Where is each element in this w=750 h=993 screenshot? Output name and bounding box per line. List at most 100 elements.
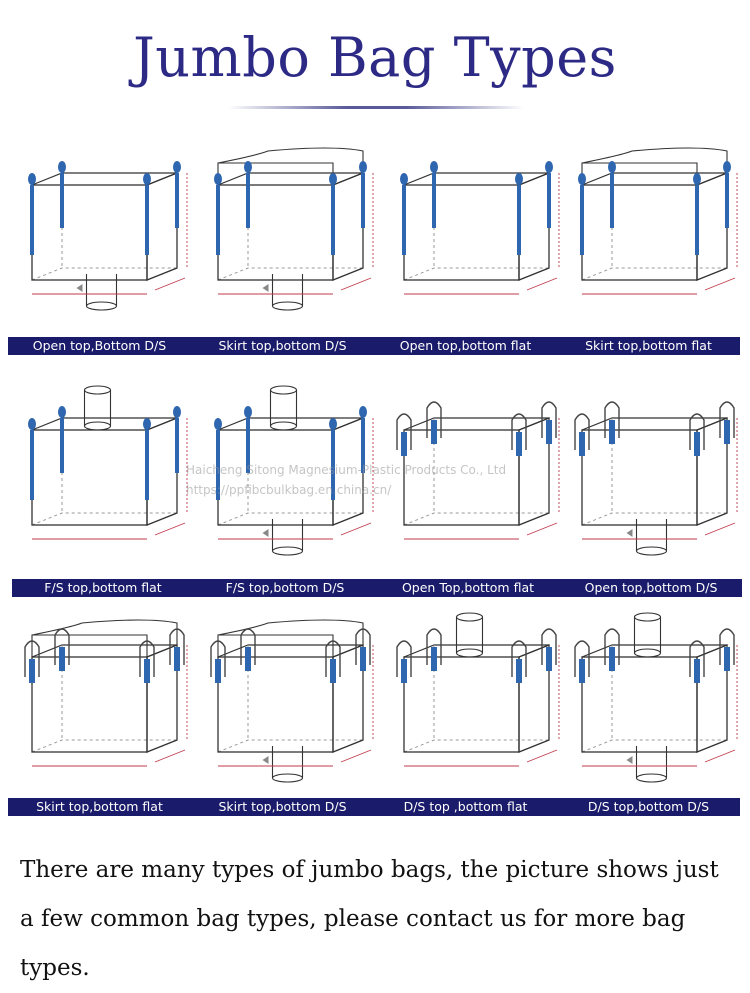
label-band: Skirt top,bottom flat Skirt top,bottom D… bbox=[8, 798, 740, 816]
discharge-spout-wall bbox=[85, 274, 118, 306]
bag-hidden-edge bbox=[217, 512, 363, 526]
discharge-spout-end bbox=[271, 546, 304, 556]
bag-front-face bbox=[403, 184, 520, 281]
dimension-depth bbox=[704, 522, 736, 536]
discharge-spout-end bbox=[271, 773, 304, 783]
bag-type-label: Skirt top,bottom flat bbox=[36, 799, 163, 814]
cross-corner-loop-icon bbox=[511, 640, 527, 677]
dimension-depth bbox=[704, 749, 736, 763]
cross-corner-loop-icon bbox=[355, 628, 371, 665]
cross-corner-loop-icon bbox=[396, 640, 412, 677]
bag-top-edge bbox=[31, 172, 178, 186]
cross-corner-loop-icon bbox=[574, 640, 590, 677]
strap-loop-icon bbox=[693, 173, 701, 185]
spout-base bbox=[455, 648, 484, 658]
bag-side-face bbox=[332, 172, 364, 281]
loop-reinforcement bbox=[546, 420, 552, 444]
loop-reinforcement bbox=[174, 647, 180, 671]
dimension-depth bbox=[154, 749, 186, 763]
discharge-spout-end bbox=[85, 301, 118, 311]
loop-reinforcement bbox=[401, 432, 407, 456]
dimension-depth bbox=[526, 277, 558, 291]
bag-illustration bbox=[384, 140, 564, 330]
cross-corner-loop-icon bbox=[54, 628, 70, 665]
spout-base bbox=[269, 421, 298, 431]
dimension-depth bbox=[154, 277, 186, 291]
loop-reinforcement bbox=[609, 420, 615, 444]
strap-loop-icon bbox=[723, 161, 731, 173]
bag-type-label: Skirt top,bottom flat bbox=[585, 338, 712, 353]
discharge-spout-wall bbox=[271, 519, 304, 551]
strap-loop-icon bbox=[28, 418, 36, 430]
bag-top-edge bbox=[403, 172, 550, 186]
skirt-top bbox=[217, 619, 364, 657]
bag-illustration bbox=[384, 612, 564, 802]
loop-reinforcement bbox=[330, 659, 336, 683]
cross-corner-loop-icon bbox=[169, 628, 185, 665]
skirt-top bbox=[581, 147, 728, 185]
bag-side-face bbox=[518, 644, 550, 753]
spout-wall bbox=[633, 617, 662, 653]
bag-type-label: Skirt top,bottom D/S bbox=[218, 338, 347, 353]
strap-loop-icon bbox=[214, 418, 222, 430]
bag-top-edge bbox=[217, 172, 364, 186]
cross-corner-loop-icon bbox=[240, 628, 256, 665]
bag-hidden-edge bbox=[581, 267, 727, 281]
bag-top-edge bbox=[217, 644, 364, 658]
cross-corner-loop-icon bbox=[396, 413, 412, 450]
cross-corner-loop-icon bbox=[426, 401, 442, 438]
bag-side-face bbox=[146, 644, 178, 753]
bag-type-label: D/S top,bottom D/S bbox=[587, 799, 710, 814]
loop-reinforcement bbox=[401, 659, 407, 683]
bag-side-face bbox=[696, 172, 728, 281]
label-band: Open top,Bottom D/S Skirt top,bottom D/S… bbox=[8, 337, 740, 355]
bag-illustration bbox=[562, 140, 742, 330]
loop-reinforcement bbox=[546, 647, 552, 671]
dimension-depth bbox=[340, 522, 372, 536]
discharge-spout-end bbox=[271, 301, 304, 311]
watermark: Haicheng Sitong Magnesium-Plastic Produc… bbox=[186, 460, 566, 500]
cross-corner-loop-icon bbox=[325, 640, 341, 677]
strap-loop-icon bbox=[515, 173, 523, 185]
bag-top-edge bbox=[581, 644, 728, 658]
discharge-spout-wall bbox=[271, 746, 304, 778]
cross-corner-loop-icon bbox=[719, 401, 735, 438]
strap-loop-icon bbox=[173, 406, 181, 418]
tie-icon bbox=[262, 756, 269, 764]
loop-reinforcement bbox=[724, 647, 730, 671]
cross-corner-loop-icon bbox=[139, 640, 155, 677]
dimension-depth bbox=[154, 522, 186, 536]
discharge-spout-end bbox=[635, 546, 668, 556]
spout-rim bbox=[455, 612, 484, 622]
loop-reinforcement bbox=[431, 420, 437, 444]
bag-hidden-edge bbox=[403, 267, 549, 281]
spout-wall bbox=[269, 390, 298, 426]
dimension-depth bbox=[526, 749, 558, 763]
bag-front-face bbox=[581, 429, 698, 526]
cross-corner-loop-icon bbox=[541, 628, 557, 665]
bag-illustration bbox=[562, 612, 742, 802]
cross-corner-loop-icon bbox=[689, 640, 705, 677]
discharge-spout-wall bbox=[271, 274, 304, 306]
loop-reinforcement bbox=[609, 647, 615, 671]
bag-side-face bbox=[518, 417, 550, 526]
bag-type-label: Open top,bottom flat bbox=[399, 338, 532, 353]
tie-icon bbox=[262, 284, 269, 292]
bag-illustration bbox=[198, 612, 378, 802]
discharge-spout-wall bbox=[635, 746, 668, 778]
strap-loop-icon bbox=[400, 173, 408, 185]
cross-corner-loop-icon bbox=[511, 413, 527, 450]
skirt-top bbox=[217, 147, 364, 185]
spout-rim bbox=[83, 385, 112, 395]
tie-icon bbox=[626, 529, 633, 537]
loop-reinforcement bbox=[694, 432, 700, 456]
loop-reinforcement bbox=[579, 659, 585, 683]
spout-base bbox=[633, 648, 662, 658]
strap-loop-icon bbox=[214, 173, 222, 185]
bag-type-label: Open top,Bottom D/S bbox=[32, 338, 167, 353]
bag-top-edge bbox=[581, 417, 728, 431]
bag-top-edge bbox=[581, 172, 728, 186]
bag-front-face bbox=[581, 656, 698, 753]
cross-corner-loop-icon bbox=[604, 628, 620, 665]
bag-side-face bbox=[146, 417, 178, 526]
